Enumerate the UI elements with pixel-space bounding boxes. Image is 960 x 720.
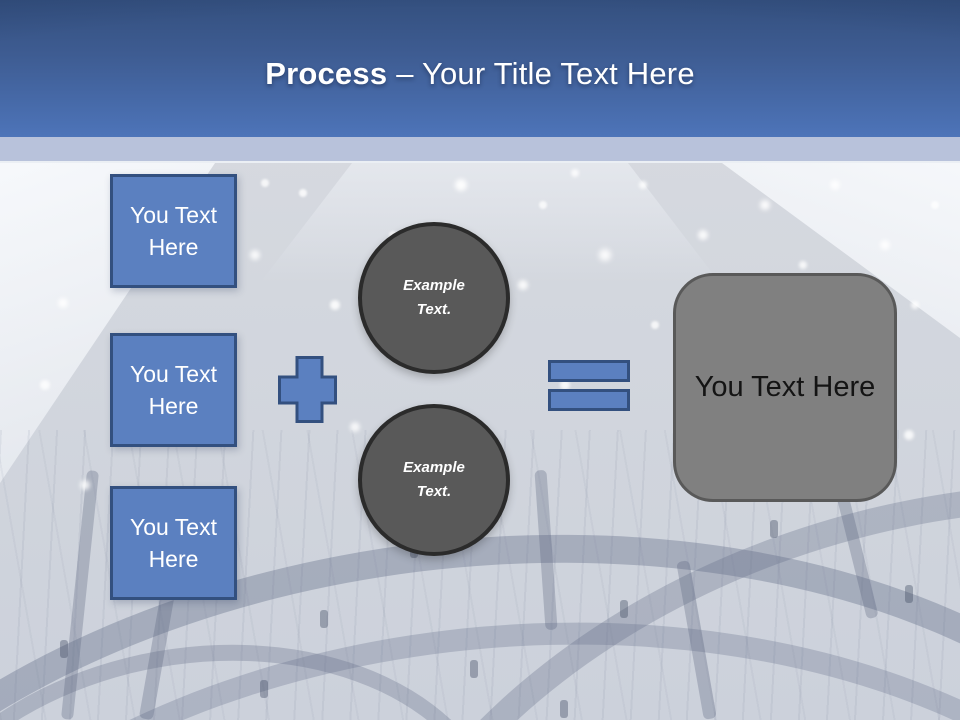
example-circle-1-label: Example Text. — [403, 277, 465, 318]
example-circle-1[interactable]: Example Text. — [358, 222, 510, 374]
equals-icon[interactable] — [548, 360, 630, 411]
plus-icon[interactable] — [278, 356, 337, 423]
input-box-3[interactable]: You Text Here — [110, 486, 237, 600]
input-box-2-label: You Text Here — [130, 360, 217, 419]
input-box-3-label: You Text Here — [130, 513, 217, 572]
header-accent-strip — [0, 137, 960, 163]
equals-bar-bottom — [548, 389, 630, 411]
example-circle-2-label: Example Text. — [403, 459, 465, 500]
result-box-label: You Text Here — [694, 371, 876, 403]
result-box[interactable]: You Text Here — [673, 273, 897, 502]
example-circle-2[interactable]: Example Text. — [358, 404, 510, 556]
slide-title-primary: Process — [265, 56, 388, 91]
slide-title-secondary: – Your Title Text Here — [396, 56, 695, 91]
input-box-1[interactable]: You Text Here — [110, 174, 237, 288]
slide-title: Process– Your Title Text Here — [0, 56, 960, 92]
equals-bar-top — [548, 360, 630, 382]
input-box-2[interactable]: You Text Here — [110, 333, 237, 447]
input-box-1-label: You Text Here — [130, 201, 217, 260]
title-bar — [0, 0, 960, 137]
